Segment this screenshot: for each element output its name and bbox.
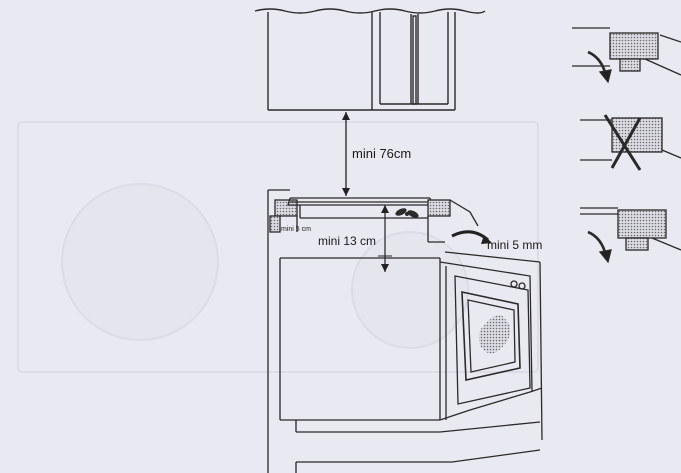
oven-cabinet [279,257,543,473]
oven-window-glare [478,314,511,354]
cooktop [287,197,479,243]
background-ghost [17,121,539,373]
fan-icon [395,208,419,218]
detail-correct-bottom [580,207,681,264]
detail-correct-top [572,27,681,84]
wall-cabinet [254,8,486,111]
oven [439,251,543,441]
worktop-left [267,189,298,473]
clearance-worktop-label: mini 5 cm [281,226,311,233]
clearance-gap-label: mini 5 mm [487,238,542,252]
clearance-arrow-above [342,112,350,196]
clearance-arrow-side [378,205,392,272]
clearance-above-label: mini 76cm [352,146,411,161]
clearance-side-label: mini 13 cm [318,234,376,248]
clearance-arrow-gap [451,230,492,244]
detail-incorrect [580,114,681,171]
